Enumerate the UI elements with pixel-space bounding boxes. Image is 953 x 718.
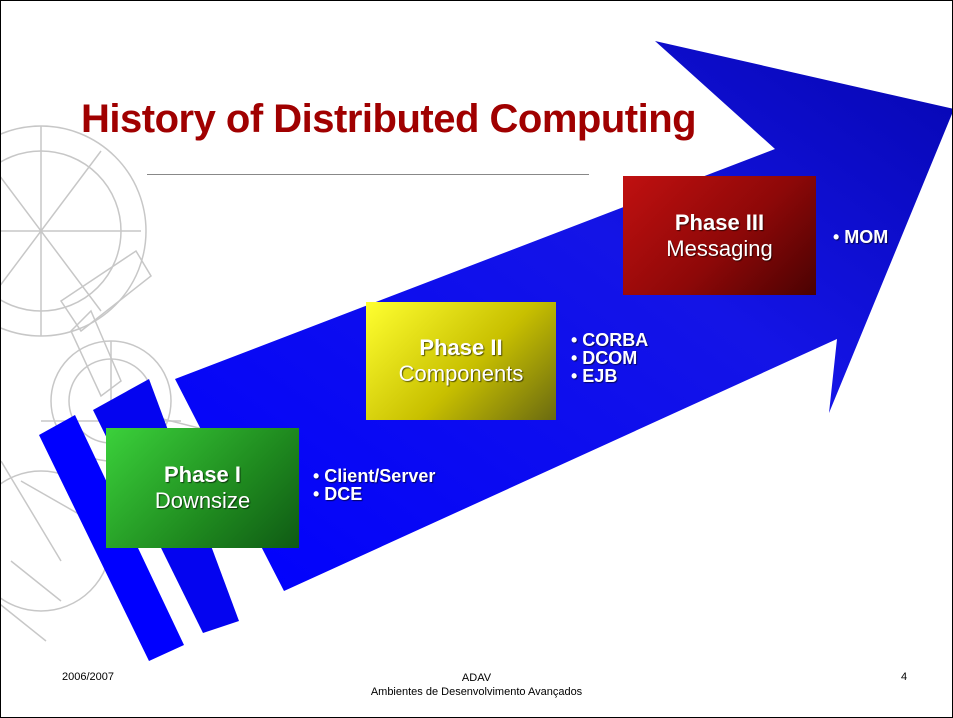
phase-3-item: • MOM	[833, 227, 889, 247]
phase-1-item: • Client/Server	[313, 466, 436, 486]
phase-3-items: • MOM	[833, 228, 888, 246]
phase-1-box: Phase I Downsize	[106, 428, 299, 548]
title-underline	[147, 174, 589, 175]
phase-2-item: • CORBA	[571, 330, 649, 350]
phase-1-item: • DCE	[313, 484, 363, 504]
phase-3-subtitle: Messaging	[666, 235, 773, 261]
phase-3-name: Phase III	[674, 209, 765, 235]
phase-1-subtitle: Downsize	[154, 488, 251, 513]
phase-2-item: • EJB	[571, 366, 618, 386]
phase-1-name: Phase I	[163, 462, 242, 487]
phase-2-box: Phase II Components	[366, 302, 556, 420]
footer-page-number: 4	[901, 671, 908, 683]
slide-title: History of Distributed Computing	[81, 97, 697, 141]
phase-2-item: • DCOM	[571, 348, 638, 368]
footer-course: ADAV Ambientes de Desenvolvimento Avança…	[1, 671, 952, 699]
phase-2-subtitle: Components	[398, 361, 524, 386]
footer-course-name: Ambientes de Desenvolvimento Avançados	[370, 686, 583, 698]
phase-2-name: Phase II	[419, 335, 503, 360]
phase-1-items: • Client/Server • DCE	[313, 467, 435, 503]
phase-3-box: Phase III Messaging	[623, 176, 816, 295]
footer-course-code: ADAV	[461, 672, 492, 684]
phase-2-items: • CORBA • DCOM • EJB	[571, 331, 648, 385]
footer-date: 2006/2007	[62, 671, 114, 683]
